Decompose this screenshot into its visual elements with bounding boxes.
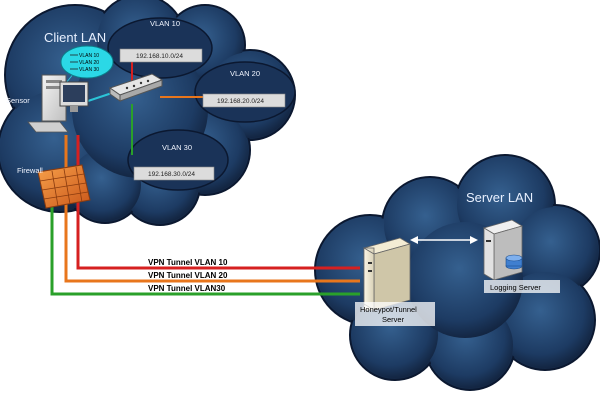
vlan20-name: VLAN 20 (230, 69, 260, 78)
server-link-arrow (410, 236, 478, 244)
tunnel-label-vlan10: VPN Tunnel VLAN 10 (148, 258, 228, 267)
logging-server-label: Logging Server (490, 283, 541, 292)
firewall-label: Firewall (17, 166, 43, 175)
vlan10-subnet-box (119, 48, 203, 63)
honeypot-label-box (355, 302, 435, 326)
honeypot-label-line1: Honeypot/Tunnel (360, 305, 417, 314)
vlan-legend-bubble: VLAN 10 VLAN 20 VLAN 30 (60, 45, 114, 79)
vlan10-cloud (107, 17, 213, 79)
sensor-computer-icon (27, 74, 89, 133)
legend-item-vlan20: VLAN 20 (79, 60, 99, 66)
vlan30-cloud (127, 129, 229, 191)
tunnel-label-vlan30: VPN Tunnel VLAN30 (148, 284, 226, 293)
vlan10-subnet: 192.168.10.0/24 (136, 53, 183, 60)
logging-label-box (484, 280, 560, 293)
legend-item-vlan10: VLAN 10 (79, 53, 99, 59)
vlan20-subnet: 192.168.20.0/24 (217, 98, 264, 105)
vlan30-name: VLAN 30 (162, 143, 192, 152)
honeypot-label-line2: Server (382, 315, 405, 324)
sensor-label: Sensor (6, 96, 30, 105)
switch-icon (108, 73, 164, 102)
firewall-icon (37, 164, 91, 209)
legend-item-vlan30: VLAN 30 (79, 67, 99, 73)
vlan20-subnet-box (202, 93, 286, 108)
tunnel-label-vlan20: VPN Tunnel VLAN 20 (148, 271, 228, 280)
vlan10-name: VLAN 10 (150, 19, 180, 28)
vlan30-subnet: 192.168.30.0/24 (148, 171, 195, 178)
server-lan-cloud (314, 154, 600, 391)
logging-server-icon (483, 219, 523, 281)
server-lan-title: Server LAN (466, 190, 533, 205)
honeypot-server-icon (362, 237, 412, 311)
vlan30-subnet-box (133, 166, 215, 181)
client-lan-title: Client LAN (44, 30, 106, 45)
watermark: 搜狐号@安全神 (506, 377, 597, 393)
